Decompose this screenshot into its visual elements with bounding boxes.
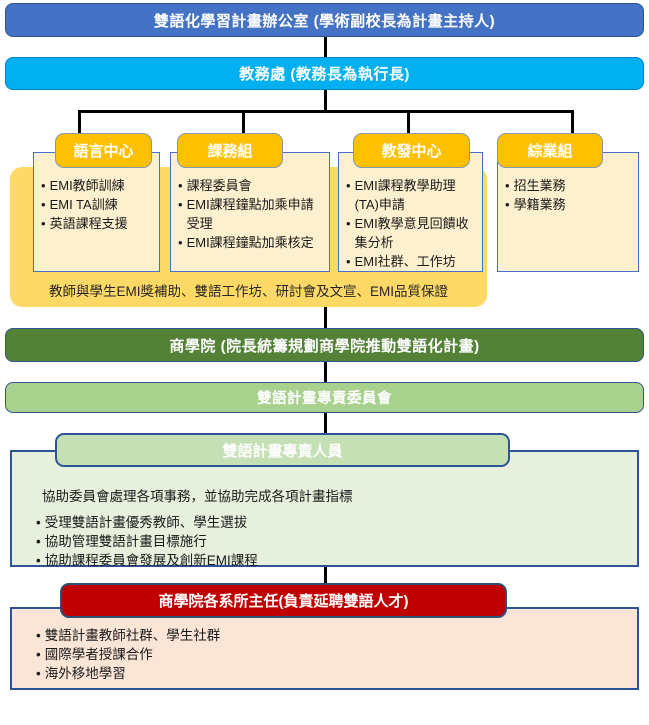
staff-panel: 協助委員會處理各項事務，並協助完成各項計畫指標 受理雙語計畫優秀教師、學生選拔 … [10, 450, 639, 570]
unit-header-curriculum-section: 課務組 [177, 133, 283, 168]
business-college-box: 商學院 (院長統籌規劃商學院推動雙語化計畫) [5, 328, 644, 362]
list-item: 課程委員會 [176, 176, 326, 195]
emi-support-banner-text: 教師與學生EMI獎補助、雙語工作坊、研討會及文宣、EMI品質保證 [48, 284, 448, 299]
program-office-box: 雙語化學習計畫辦公室 (學術副校長為計畫主持人) [5, 3, 644, 37]
unit-header-general-affairs: 綜業組 [497, 133, 603, 168]
list-item: EMI社群、工作坊 [344, 252, 479, 271]
unit-body-curriculum-section: 課程委員會 EMI課程鐘點加乘申請受理 EMI課程鐘點加乘核定 [170, 152, 330, 272]
connector-committee-staff [324, 412, 327, 434]
list-item: EMI教師訓練 [39, 176, 156, 195]
chairs-panel-header: 商學院各系所主任(負責延聘雙語人才) [60, 583, 507, 618]
list-item: 學籍業務 [503, 195, 635, 214]
unit-body-language-center: EMI教師訓練 EMI TA訓練 英語課程支援 [33, 152, 160, 272]
connector-college-committee [324, 361, 327, 383]
unit-title: 語言中心 [73, 143, 134, 160]
connector-stub-2 [242, 110, 245, 136]
unit-title: 教發中心 [381, 143, 442, 160]
chairs-panel: 雙語計畫教師社群、學生社群 國際學者授課合作 海外移地學習 [10, 607, 639, 690]
program-office-label: 雙語化學習計畫辦公室 (學術副校長為計畫主持人) [153, 12, 496, 30]
staff-panel-header: 雙語計畫專責人員 [55, 433, 510, 467]
connector-office-academic [324, 36, 327, 58]
unit-header-teaching-dev-center: 教發中心 [353, 133, 470, 168]
list-item: 國際學者授課合作 [34, 645, 623, 664]
list-item: 雙語計畫教師社群、學生社群 [34, 626, 623, 645]
connector-academic-rail [324, 89, 327, 111]
list-item: EMI課程鐘點加乘核定 [176, 233, 326, 252]
list-item: 招生業務 [503, 176, 635, 195]
unit-header-language-center: 語言中心 [55, 133, 152, 168]
connector-stub-3 [407, 110, 410, 136]
list-item: EMI課程鐘點加乘申請受理 [176, 195, 326, 233]
connector-staff-chairs [324, 567, 327, 585]
academic-affairs-label: 教務處 (教務長為執行長) [239, 66, 410, 83]
list-item: EMI TA訓練 [39, 195, 156, 214]
connector-stub-1 [78, 110, 81, 136]
list-item: 海外移地學習 [34, 664, 623, 683]
business-college-label: 商學院 (院長統籌規劃商學院推動雙語化計畫) [169, 337, 480, 355]
staff-panel-title: 雙語計畫專責人員 [222, 442, 343, 460]
academic-affairs-box: 教務處 (教務長為執行長) [5, 57, 644, 90]
unit-title: 綜業組 [527, 143, 573, 160]
list-item: EMI教學意見回饋收集分析 [344, 214, 479, 252]
connector-stub-4 [571, 110, 574, 136]
unit-body-teaching-dev-center: EMI課程教學助理(TA)申請 EMI教學意見回饋收集分析 EMI社群、工作坊 [338, 152, 483, 272]
list-item: 英語課程支援 [39, 214, 156, 233]
unit-title: 課務組 [207, 143, 253, 160]
list-item: 受理雙語計畫優秀教師、學生選拔 [34, 513, 623, 532]
unit-body-general-affairs: 招生業務 學籍業務 [497, 152, 639, 272]
list-item: EMI課程教學助理(TA)申請 [344, 176, 479, 214]
list-item: 協助管理雙語計畫目標施行 [34, 532, 623, 551]
bilingual-committee-box: 雙語計畫專責委員會 [5, 382, 644, 413]
bilingual-committee-label: 雙語計畫專責委員會 [257, 391, 392, 407]
list-item: 協助課程委員會發展及創新EMI課程 [34, 551, 623, 570]
connector-banner-college [324, 307, 327, 329]
staff-panel-intro: 協助委員會處理各項事務，並協助完成各項計畫指標 [42, 489, 353, 504]
connector-rail [78, 110, 574, 113]
chairs-panel-title: 商學院各系所主任(負責延聘雙語人才) [158, 593, 409, 610]
